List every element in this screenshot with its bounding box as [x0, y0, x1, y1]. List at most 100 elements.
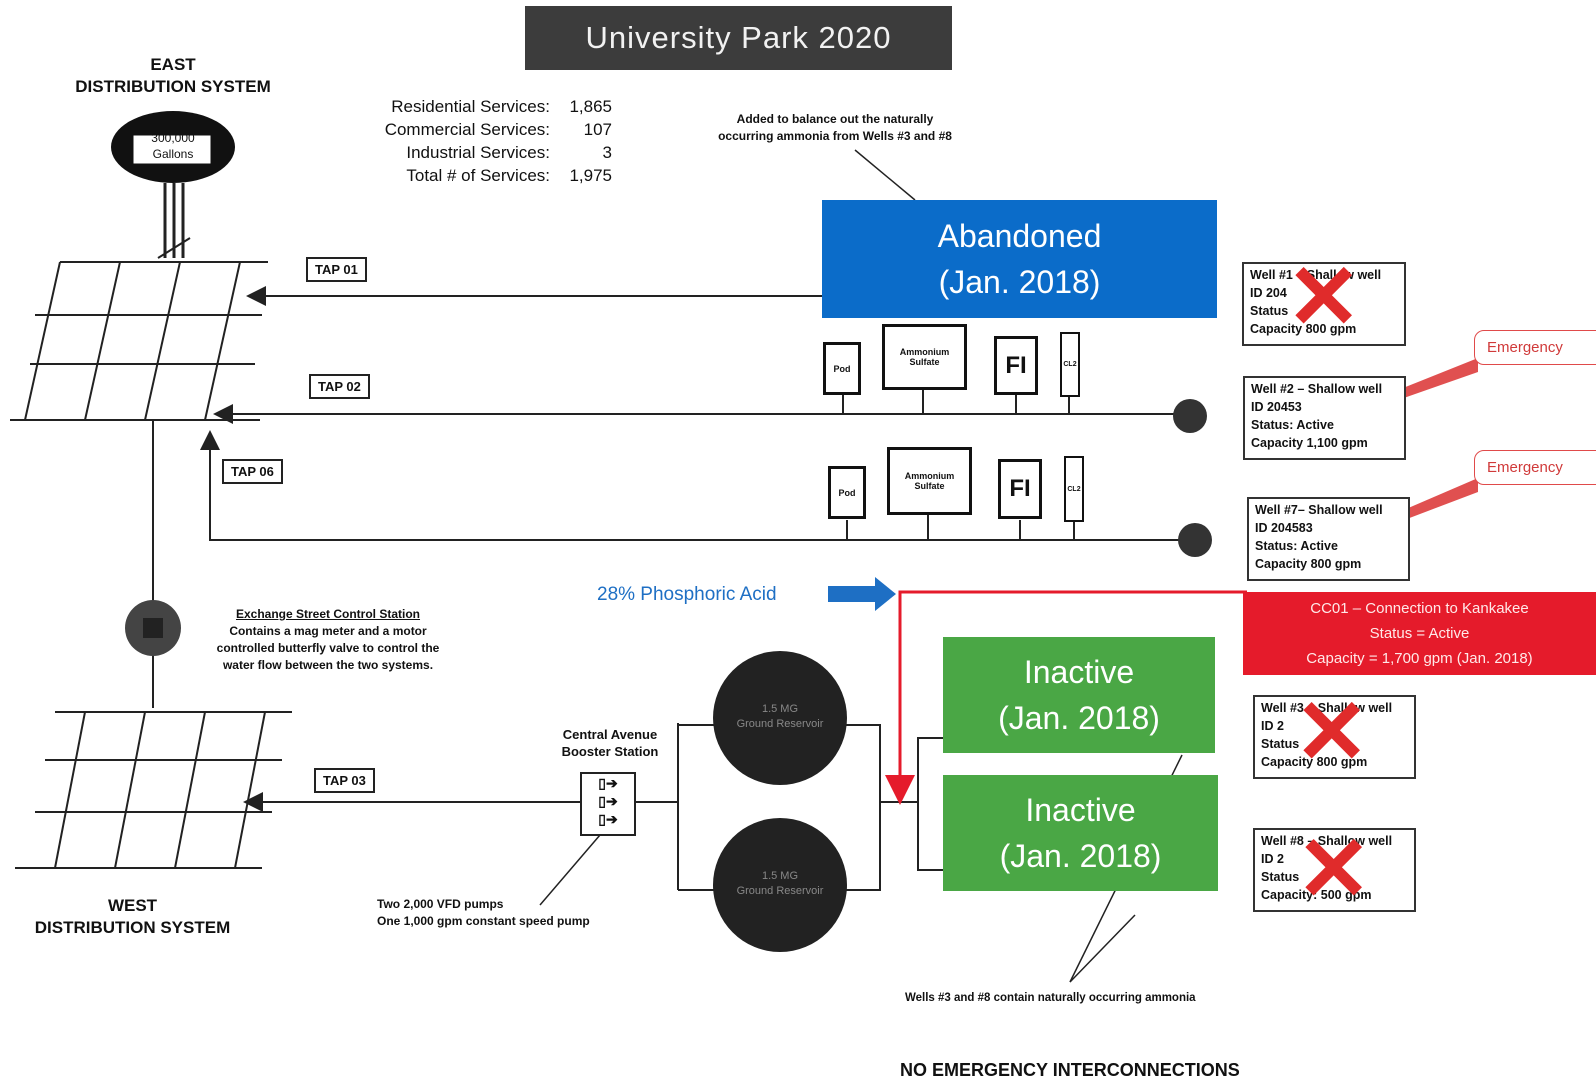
well-line: ID 20453: [1251, 400, 1302, 414]
reservoir-2-label: 1.5 MG Ground Reservoir: [715, 869, 845, 899]
well-line: Capacity 800 gpm: [1261, 755, 1368, 769]
service-row: Commercial Services: 107: [360, 118, 612, 141]
ammonium-sulfate-device-icon: Ammonium Sulfate: [882, 324, 967, 390]
service-row: Industrial Services: 3: [360, 141, 612, 164]
abandoned-line1: Abandoned: [937, 218, 1102, 254]
well-line: Status: [1250, 304, 1289, 318]
fi-label: FI: [1009, 475, 1031, 502]
reservoir-1-line2: Ground Reservoir: [736, 718, 824, 730]
pod-label: Pod: [838, 487, 856, 498]
emergency-callout-2: Emergency: [1474, 450, 1596, 485]
cl2-label: CL2: [1063, 361, 1077, 368]
inactive-2-line2: (Jan. 2018): [999, 838, 1162, 874]
phosphoric-acid-label: 28% Phosphoric Acid: [597, 584, 777, 605]
well-line: ID 204583: [1255, 521, 1313, 535]
well-line: Status: [1261, 737, 1300, 751]
chlorine-cylinder-icon-2: CL2: [1064, 456, 1084, 522]
flow-indicator-icon-2: FI: [998, 459, 1042, 519]
service-value: 3: [602, 143, 612, 162]
inactive-box-2: Inactive (Jan. 2018): [943, 775, 1218, 891]
cc01-line2: Status = Active: [1369, 625, 1470, 642]
reservoir-2-line1: 1.5 MG: [761, 870, 799, 882]
well-line: Well #2 – Shallow well: [1251, 382, 1383, 396]
pump-icon: ▯➔▯➔▯➔: [580, 772, 636, 836]
cc01-connection-box: CC01 – Connection to Kankakee Status = A…: [1243, 592, 1596, 675]
well-line: Status: Active: [1255, 539, 1338, 553]
service-row: Residential Services: 1,865: [360, 95, 612, 118]
well-line: ID 2: [1261, 719, 1284, 733]
west-grid-icon: [15, 711, 292, 869]
well-line: Well #8 – Shallow well: [1261, 834, 1393, 848]
pod-label: Pod: [833, 363, 851, 374]
well-line: Status: [1261, 870, 1300, 884]
pod-device-icon-2: Pod: [828, 466, 866, 519]
west-system-label: WEST DISTRIBUTION SYSTEM: [20, 895, 245, 939]
exchange-line3: water flow between the two systems.: [222, 658, 434, 672]
service-label: Total # of Services:: [406, 166, 550, 185]
service-value: 107: [583, 120, 612, 139]
well-line: Capacity 1,100 gpm: [1251, 436, 1368, 450]
services-table: Residential Services: 1,865 Commercial Se…: [360, 95, 612, 187]
booster-station-label: Central Avenue Booster Station: [545, 726, 675, 760]
well-card-top: Well #1 – Shallow well ID 204 Status Cap…: [1242, 262, 1406, 346]
well-card-3: Well #3 – Shallow well ID 2 Status Capac…: [1253, 695, 1416, 779]
service-label: Residential Services:: [391, 97, 550, 116]
flow-indicator-icon: FI: [994, 336, 1038, 395]
well-card-7: Well #7– Shallow well ID 204583 Status: …: [1247, 497, 1410, 581]
cc01-line3: Capacity = 1,700 gpm (Jan. 2018): [1306, 650, 1533, 667]
arrow-right-icon: [828, 577, 896, 611]
ammonium-sulfate-device-icon-2: Ammonium Sulfate: [887, 447, 972, 515]
close-icon: ✕: [1286, 248, 1362, 348]
well-line: Capacity: 500 gpm: [1261, 888, 1372, 902]
ammonia-note: Wells #3 and #8 contain naturally occurr…: [905, 992, 1196, 1004]
chlorine-cylinder-icon: CL2: [1060, 332, 1080, 397]
well-line: Status: Active: [1251, 418, 1334, 432]
well-line: Well #1 – Shallow well: [1250, 268, 1382, 282]
west-label-line1: WEST: [107, 896, 158, 915]
well-line: Capacity 800 gpm: [1255, 557, 1362, 571]
pumps-note: Two 2,000 VFD pumps One 1,000 gpm consta…: [377, 896, 647, 930]
tap-06-label: TAP 06: [222, 459, 283, 484]
pumps-line1: Two 2,000 VFD pumps: [377, 897, 504, 911]
well-line: Well #7– Shallow well: [1255, 503, 1383, 517]
cl2-label: CL2: [1067, 485, 1081, 493]
balance-note-line1: Added to balance out the naturally: [736, 112, 934, 126]
exchange-title: Exchange Street Control Station: [235, 607, 421, 621]
well-line: ID 2: [1261, 852, 1284, 866]
ammonium-label: Ammonium Sulfate: [899, 347, 950, 367]
tap-03-label: TAP 03: [314, 768, 375, 793]
tower-line2: Gallons: [152, 147, 194, 161]
close-icon: ✕: [1294, 683, 1370, 783]
ammonium-label: Ammonium Sulfate: [904, 471, 955, 491]
reservoir-1-icon: [713, 651, 847, 785]
inactive-2-line1: Inactive: [1025, 792, 1136, 828]
abandoned-line2: (Jan. 2018): [938, 264, 1101, 300]
emergency-callout-1: Emergency: [1474, 330, 1596, 365]
abandoned-box: Abandoned (Jan. 2018): [822, 200, 1217, 318]
well-card-8: Well #8 – Shallow well ID 2 Status Capac…: [1253, 828, 1416, 912]
service-value: 1,975: [569, 166, 612, 185]
balance-note-line2: occurring ammonia from Wells #3 and #8: [718, 129, 952, 143]
page-title: University Park 2020: [525, 6, 952, 70]
east-grid-icon: [10, 261, 268, 421]
booster-line2: Booster Station: [561, 744, 659, 759]
inactive-1-line2: (Jan. 2018): [998, 700, 1160, 736]
tap-01-label: TAP 01: [306, 257, 367, 282]
inactive-1-line1: Inactive: [1023, 654, 1135, 690]
footer-note: NO EMERGENCY INTERCONNECTIONS: [900, 1060, 1240, 1080]
tap-02-label: TAP 02: [309, 374, 370, 399]
close-icon: ✕: [1296, 820, 1372, 920]
service-value: 1,865: [569, 97, 612, 116]
tower-capacity: 300,000 Gallons: [135, 130, 211, 162]
west-label-line2: DISTRIBUTION SYSTEM: [34, 918, 231, 937]
tower-line1: 300,000: [151, 131, 195, 145]
east-system-label: EAST DISTRIBUTION SYSTEM: [58, 54, 288, 98]
service-label: Industrial Services:: [406, 143, 550, 162]
service-label: Commercial Services:: [384, 120, 550, 139]
service-row: Total # of Services: 1,975: [360, 164, 612, 187]
reservoir-1-line1: 1.5 MG: [761, 703, 799, 715]
reservoir-2-line2: Ground Reservoir: [736, 885, 824, 897]
well-line: Capacity 800 gpm: [1250, 322, 1357, 336]
well-card-2: Well #2 – Shallow well ID 20453 Status: …: [1243, 376, 1406, 460]
exchange-line2: controlled butterfly valve to control th…: [216, 641, 440, 655]
